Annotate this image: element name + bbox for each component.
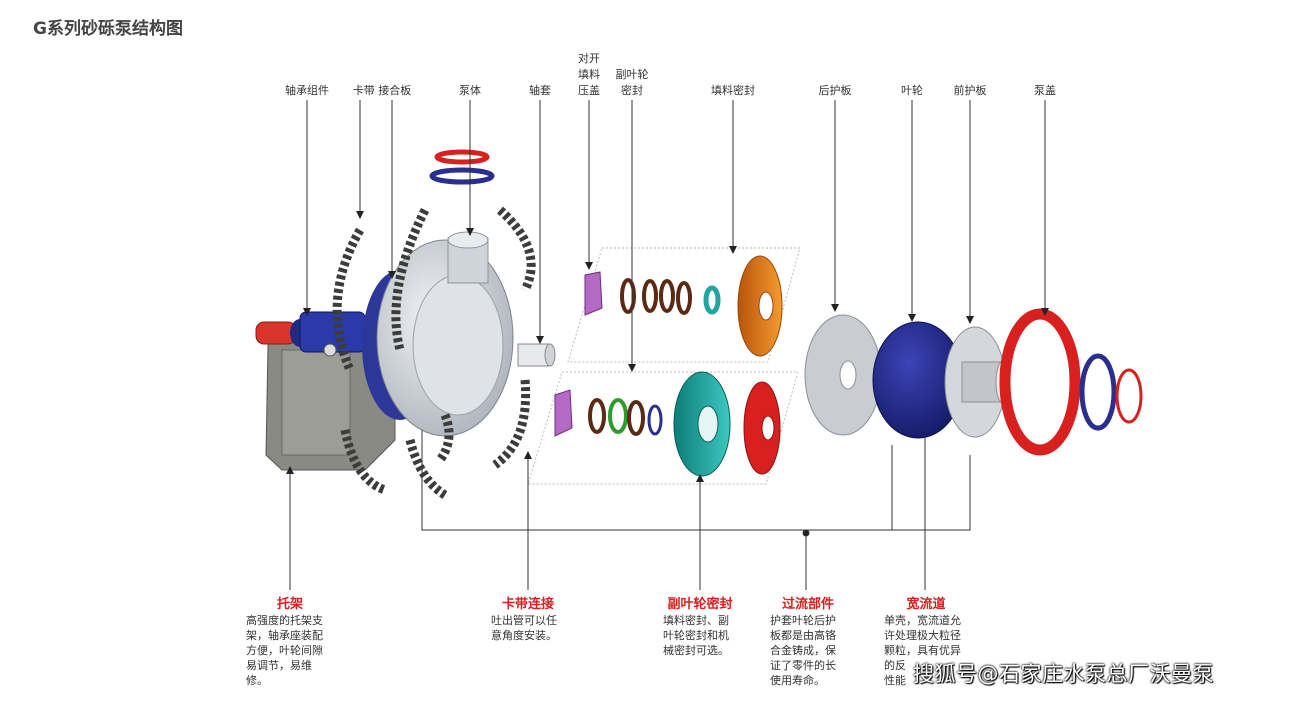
feature-wet-parts-title: 过流部件 [781, 597, 834, 612]
label-impeller: 叶轮 [901, 83, 923, 97]
feature-clamp-desc: 吐出管可以任 意角度安装。 [491, 614, 557, 642]
label-split-gland-1: 对开 [578, 51, 600, 65]
label-pump-body: 泵体 [459, 83, 481, 97]
feature-wide-passage-desc: 单壳，宽流道允 许处理极大粒径 颗粒，具有优异 的反 性能 [884, 614, 961, 687]
packing-seal-row [584, 255, 783, 357]
expeller-seal-row [554, 371, 781, 477]
label-split-gland-3: 压盖 [578, 83, 600, 97]
front-liner [944, 326, 1009, 438]
label-front-liner: 前护板 [954, 83, 987, 97]
label-split-gland-2: 填料 [578, 67, 600, 81]
feature-expeller-title: 副叶轮密封 [667, 597, 733, 612]
page-title: G系列砂砾泵结构图 [33, 19, 183, 39]
label-packing-seal: 填料密封 [711, 83, 755, 97]
label-expeller-1: 副叶轮 [616, 67, 649, 81]
label-bearing-assembly: 轴承组件 [285, 83, 329, 97]
feature-frame-desc: 高强度的托架支 架，轴承座装配 方便，叶轮间隙 易调节，易维 修。 [246, 614, 323, 687]
back-liner [804, 314, 882, 436]
feature-expeller-desc: 填料密封、副 叶轮密封和机 械密封可选。 [663, 614, 729, 657]
watermark: 搜狐号@石家庄水泵总厂沃曼泵 [913, 662, 1214, 686]
label-expeller-2: 密封 [621, 83, 643, 97]
pump-body [362, 231, 514, 437]
top-seal-rings [429, 149, 495, 185]
feature-connectors [421, 430, 971, 590]
feature-wet-parts-desc: 护套叶轮后护 板都是由高铬 合金铸成，保 证了零件的长 使用寿命。 [770, 614, 836, 687]
part-labels: 轴承组件 卡带 接合板 泵体 轴套 对开 填料 压盖 副叶轮 密封 填料密封 后… [285, 51, 1056, 97]
shaft-sleeve [517, 343, 556, 367]
feature-clamp-title: 卡带连接 [501, 597, 554, 612]
clamp-bands [332, 206, 536, 499]
feature-wide-passage-title: 宽流道 [906, 597, 946, 612]
label-clamp-band-adapter: 卡带 接合板 [353, 83, 412, 97]
leader-lines [286, 100, 1049, 590]
cover-plate [999, 308, 1143, 456]
bearing-frame [255, 311, 396, 471]
feature-frame-title: 托架 [276, 597, 303, 612]
label-shaft-sleeve: 轴套 [529, 83, 551, 97]
label-back-liner: 后护板 [819, 83, 852, 97]
label-pump-cover: 泵盖 [1034, 83, 1056, 97]
